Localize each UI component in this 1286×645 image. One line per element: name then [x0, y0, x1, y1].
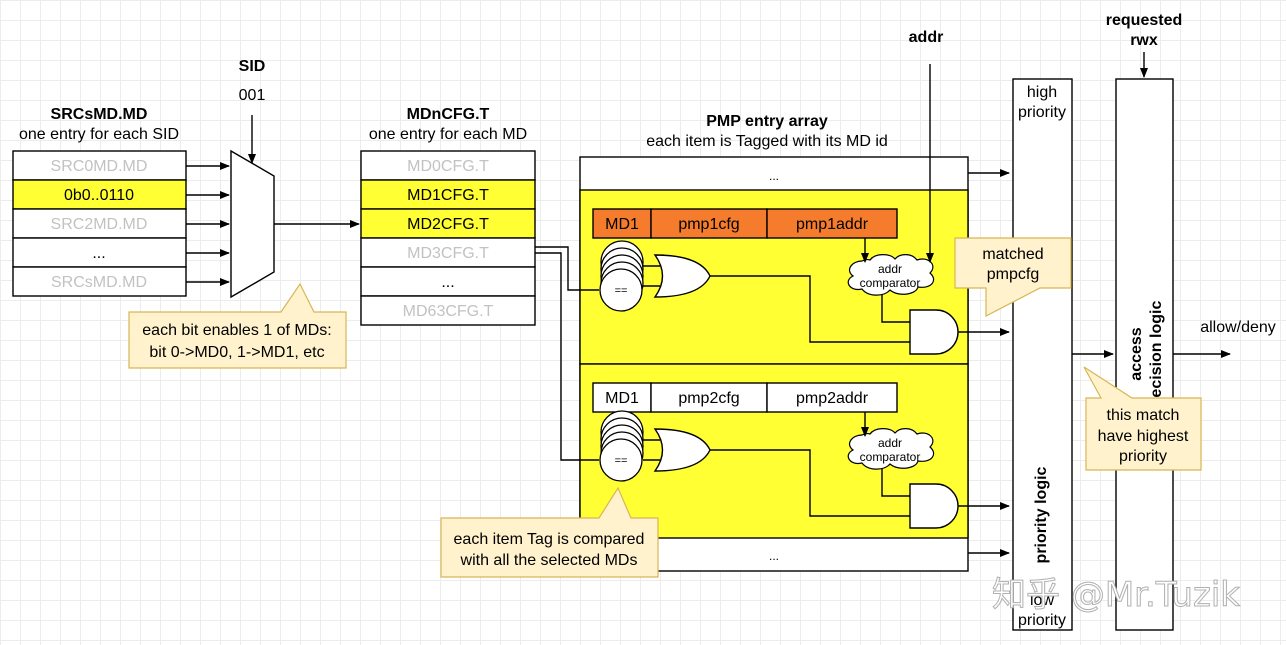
- pmp-entry-1-fields: MD1 pmp1cfg pmp1addr: [592, 208, 898, 239]
- or2-to-and2-wire: [710, 449, 910, 517]
- mdncfg-row-5: [360, 295, 536, 326]
- srcsmd-subtitle: one entry for each SID: [19, 126, 179, 143]
- pmp-bottom-dots: ...: [769, 549, 779, 563]
- addr-comparator-2-line-2: comparator: [860, 450, 921, 464]
- srcsmd-title: SRCsMD.MD: [51, 106, 148, 123]
- access-line-2: decision logic: [1148, 301, 1165, 408]
- eq-comparator-1-label: ==: [615, 285, 628, 297]
- watermark: 知乎 @Mr.Tuzik: [992, 575, 1240, 615]
- note-matched-line-1: matched: [982, 246, 1043, 263]
- priority-logic-box: [1012, 78, 1073, 631]
- output-label: allow/deny: [1200, 319, 1276, 336]
- note-highest-line-3: priority: [1119, 448, 1167, 465]
- srcsmd-row-4-label: SRCsMD.MD: [51, 274, 147, 291]
- mdncfg-subtitle: one entry for each MD: [369, 126, 527, 143]
- entry-1-cfg: pmp1cfg: [678, 216, 739, 233]
- mdncfg-row-1: [360, 179, 536, 210]
- priority-low-line-1: low: [1030, 592, 1054, 609]
- mdncfg-table: MD0CFG.T MD1CFG.T MD2CFG.T MD3CFG.T ... …: [360, 150, 536, 326]
- entry-1-md: MD1: [605, 216, 639, 233]
- priority-low-line-2: priority: [1018, 612, 1066, 629]
- entry-2-cfg-cell: [650, 382, 768, 413]
- note-tag: [440, 486, 659, 578]
- note-tag-line-1: each item Tag is compared: [454, 531, 645, 548]
- entry-2-addr-cell: [766, 382, 898, 413]
- note-tag-line-2: with all the selected MDs: [460, 552, 638, 569]
- sid-title: SID: [239, 58, 266, 75]
- note-matched: [954, 237, 1072, 317]
- note-highest-line-2: have highest: [1098, 428, 1189, 445]
- access-line-1: access: [1128, 327, 1145, 380]
- entry-1-addr-cell: [766, 208, 898, 239]
- mux-shape: [230, 149, 275, 299]
- eq-comparator-2: ==: [599, 410, 644, 482]
- note-matched-line-2: pmpcfg: [987, 266, 1039, 283]
- mdncfg-row-5-label: MD63CFG.T: [403, 303, 494, 320]
- or-gate-1: [653, 254, 711, 298]
- pmp-title: PMP entry array: [706, 113, 828, 130]
- srcsmd-row-1-label: 0b0..0110: [64, 187, 134, 204]
- and-gate-1: [909, 309, 959, 355]
- priority-high-line-1: high: [1027, 84, 1057, 101]
- entry-2-cfg: pmp2cfg: [678, 390, 739, 407]
- addr-comparator-1-line-1: addr: [878, 262, 902, 276]
- priority-logic-title: priority logic: [1033, 466, 1050, 563]
- mdncfg-row-3-label: MD3CFG.T: [407, 245, 489, 262]
- srcsmd-row-1: [12, 179, 187, 210]
- md-select-wires: [535, 246, 599, 461]
- access-decision-box: [1115, 78, 1174, 631]
- srcsmd-row-2-label: SRC2MD.MD: [51, 216, 148, 233]
- entry-2-addr: pmp2addr: [796, 390, 869, 407]
- eq-comparator-2-label: ==: [615, 455, 628, 467]
- requested-line-2: rwx: [1130, 32, 1158, 49]
- requested-line-1: requested: [1106, 12, 1182, 29]
- addr-label: addr: [909, 29, 944, 46]
- comparator2-to-and2-wire: [881, 468, 910, 497]
- eq-comparator-1: ==: [599, 240, 644, 312]
- srcsmd-row-0-label: SRC0MD.MD: [51, 158, 148, 175]
- entry-2-md: MD1: [605, 390, 639, 407]
- mdncfg-row-2: [360, 208, 536, 239]
- srcsmd-row-3-label: ...: [92, 245, 105, 262]
- priority-high-line-2: priority: [1018, 104, 1066, 121]
- mdncfg-row-4: [360, 266, 536, 297]
- note-bits-line-1: each bit enables 1 of MDs:: [142, 322, 331, 339]
- entry-2-md-cell: [592, 382, 652, 413]
- sid-value: 001: [239, 87, 266, 104]
- note-bits: [128, 282, 347, 369]
- mdncfg-row-1-label: MD1CFG.T: [407, 187, 489, 204]
- note-bits-line-2: bit 0->MD0, 1->MD1, etc: [149, 344, 324, 361]
- or-gate-2-inputs: [643, 439, 660, 461]
- entry-1-md-cell: [592, 208, 652, 239]
- mdncfg-row-0-label: MD0CFG.T: [407, 158, 489, 175]
- mdncfg-row-0: [360, 150, 536, 181]
- comparator1-to-and1-wire: [881, 294, 910, 323]
- or-gate-1-inputs: [643, 265, 660, 287]
- mux-input-arrows: [186, 162, 230, 286]
- srcsmd-table: SRC0MD.MD 0b0..0110 SRC2MD.MD ... SRCsMD…: [12, 150, 187, 297]
- addr-comparator-1: [847, 254, 935, 296]
- mdncfg-row-2-label: MD2CFG.T: [407, 216, 489, 233]
- addr-comparator-2-line-1: addr: [878, 436, 902, 450]
- or-gate-2: [653, 428, 711, 472]
- addr-comparator-1-line-2: comparator: [860, 276, 921, 290]
- note-highest: [1083, 366, 1202, 471]
- mdncfg-row-4-label: ...: [441, 274, 454, 291]
- entry-1-addr: pmp1addr: [796, 216, 869, 233]
- addr-comparator-2: [847, 428, 935, 470]
- note-highest-line-1: this match: [1107, 407, 1180, 424]
- pmp-top-dots: ...: [769, 169, 779, 183]
- or1-to-and1-wire: [710, 275, 910, 343]
- mdncfg-title: MDnCFG.T: [407, 106, 490, 123]
- pmp-entry-2-fields: MD1 pmp2cfg pmp2addr: [592, 382, 898, 413]
- pmp-subtitle: each item is Tagged with its MD id: [646, 133, 888, 150]
- and-gate-2: [909, 483, 959, 529]
